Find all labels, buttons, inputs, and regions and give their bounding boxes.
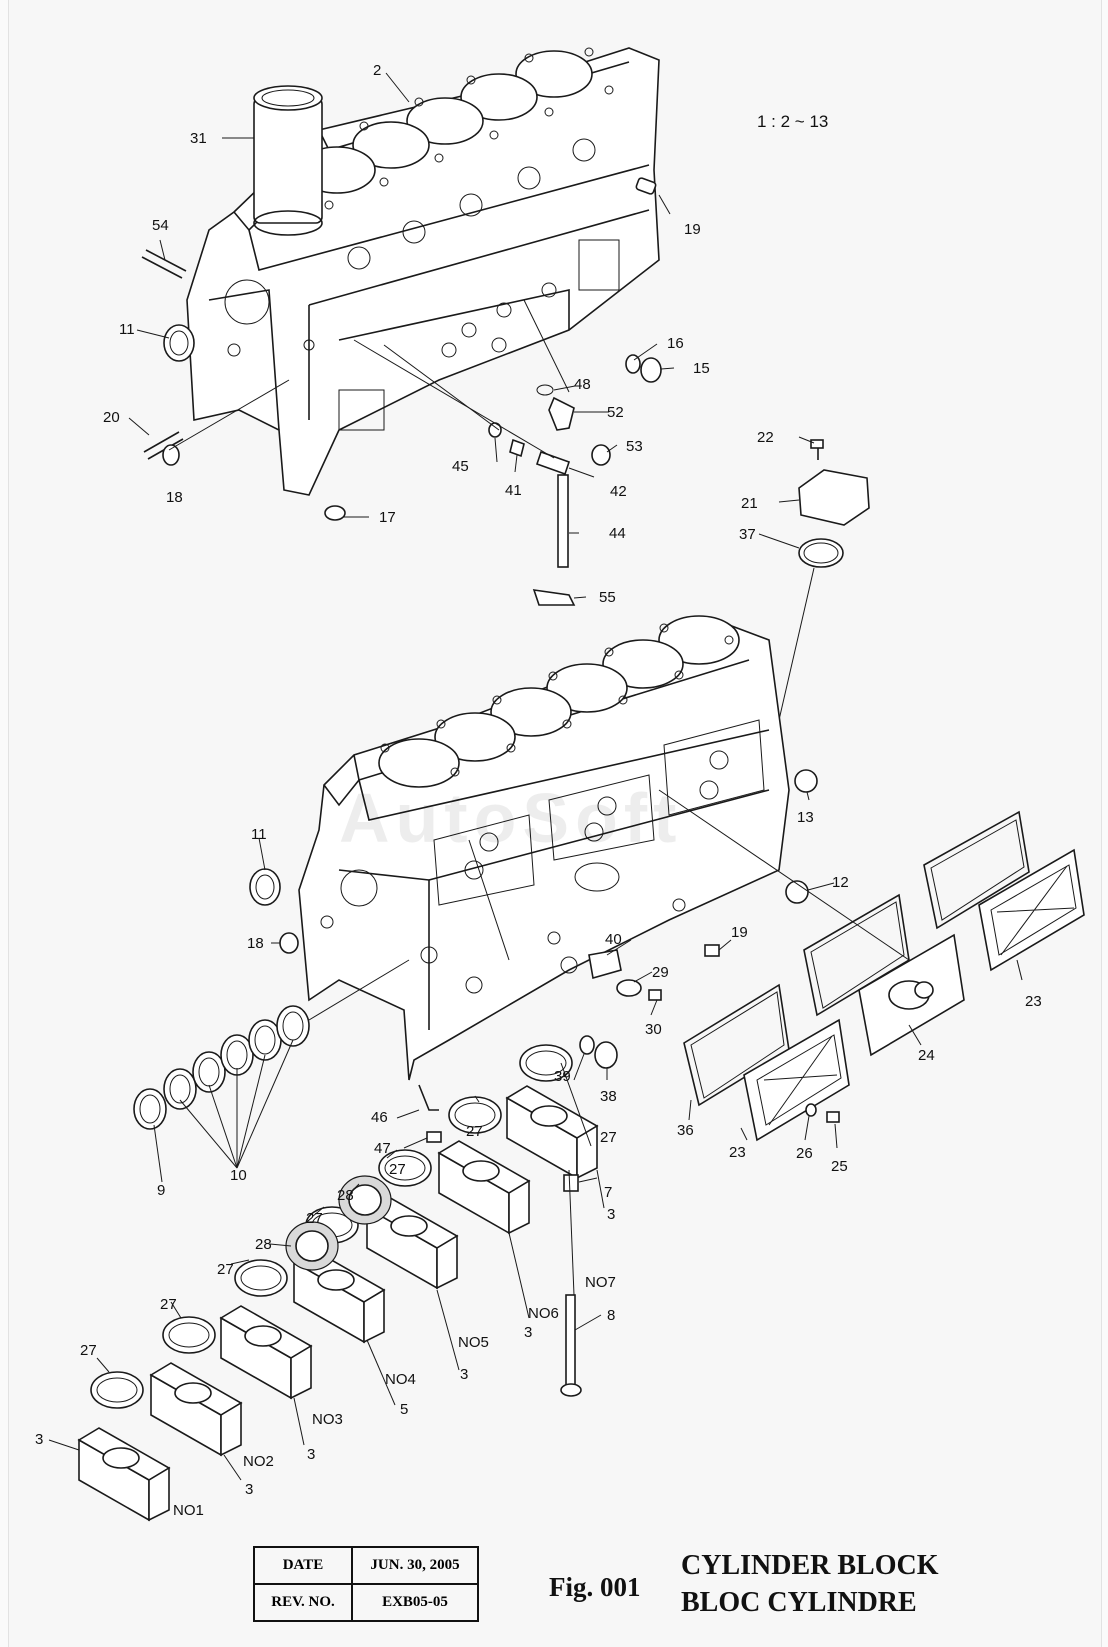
callout-label: 55 bbox=[599, 589, 616, 606]
callout-label: NO5 bbox=[458, 1334, 489, 1351]
revision-table: DATE JUN. 30, 2005 REV. NO. EXB05-05 bbox=[253, 1546, 479, 1622]
callout-label: NO3 bbox=[312, 1411, 343, 1428]
callout-label: 36 bbox=[677, 1122, 694, 1139]
callout-label: 29 bbox=[652, 964, 669, 981]
lower-cylinder-block bbox=[249, 615, 910, 1149]
title-english: CYLINDER BLOCK bbox=[681, 1550, 939, 1581]
callout-label: 28 bbox=[337, 1187, 354, 1204]
drawing-sheet: AutoSoft 1 : 2 ~ 13 31 2 54 11 20 18 17 … bbox=[8, 0, 1102, 1647]
callout-label: 27 bbox=[600, 1129, 617, 1146]
figure-number: Fig. 001 bbox=[549, 1572, 641, 1602]
callout-label: 3 bbox=[307, 1446, 316, 1463]
callout-label: NO7 bbox=[585, 1274, 616, 1291]
callout-label: 41 bbox=[505, 482, 522, 499]
callout-label: 23 bbox=[1025, 993, 1042, 1010]
callout-label: 17 bbox=[379, 509, 396, 526]
callout-label: 39 bbox=[554, 1068, 571, 1085]
callout-label: 24 bbox=[918, 1047, 935, 1064]
seals-group bbox=[133, 959, 410, 1183]
callout-label: 23 bbox=[729, 1144, 746, 1161]
callout-label: 16 bbox=[667, 335, 684, 352]
callout-label: 19 bbox=[731, 924, 748, 941]
callout-label: 18 bbox=[247, 935, 264, 952]
callout-label: 8 bbox=[607, 1307, 616, 1324]
callout-label: 11 bbox=[251, 826, 267, 843]
callout-label: 47 bbox=[374, 1140, 391, 1157]
callout-label: 27 bbox=[160, 1296, 177, 1313]
callout-label: 2 bbox=[373, 62, 382, 79]
callout-label: 3 bbox=[524, 1324, 533, 1341]
date-value: JUN. 30, 2005 bbox=[351, 1546, 479, 1585]
callout-label: 10 bbox=[230, 1167, 247, 1184]
callout-label: 21 bbox=[741, 495, 758, 512]
callout-label: 12 bbox=[832, 874, 849, 891]
callout-label: 22 bbox=[757, 429, 774, 446]
callout-label: 18 bbox=[166, 489, 183, 506]
side-covers bbox=[683, 810, 1085, 1149]
callout-label: 7 bbox=[604, 1184, 613, 1201]
callout-label: 27 bbox=[389, 1161, 406, 1178]
callout-label: 27 bbox=[217, 1261, 234, 1278]
callout-label: 11 bbox=[119, 321, 135, 338]
date-label: DATE bbox=[253, 1546, 353, 1585]
callout-label: NO2 bbox=[243, 1453, 274, 1470]
callout-label: 28 bbox=[255, 1236, 272, 1253]
callout-label: 19 bbox=[684, 221, 701, 238]
callout-label: 27 bbox=[80, 1342, 97, 1359]
callout-label: 44 bbox=[609, 525, 626, 542]
callout-label: 48 bbox=[574, 376, 591, 393]
callout-label: 31 bbox=[190, 130, 207, 147]
callout-label: 3 bbox=[460, 1366, 469, 1383]
callout-label: 54 bbox=[152, 217, 169, 234]
callout-label: NO4 bbox=[385, 1371, 416, 1388]
callout-label: 27 bbox=[306, 1210, 323, 1227]
callout-label: 20 bbox=[103, 409, 120, 426]
callout-label: 53 bbox=[626, 438, 643, 455]
bearing-caps bbox=[48, 1044, 605, 1522]
callout-label: 13 bbox=[797, 809, 814, 826]
callout-label: 3 bbox=[35, 1431, 44, 1448]
watermark-text: AutoSoft bbox=[339, 779, 683, 857]
callout-label: 46 bbox=[371, 1109, 388, 1126]
callout-label: 3 bbox=[245, 1481, 254, 1498]
scale-note: 1 : 2 ~ 13 bbox=[757, 112, 829, 131]
callout-label: NO6 bbox=[528, 1305, 559, 1322]
callout-label: 25 bbox=[831, 1158, 848, 1175]
callout-label: 5 bbox=[400, 1401, 409, 1418]
callout-label: 40 bbox=[605, 931, 622, 948]
title-french: BLOC CYLINDRE bbox=[681, 1587, 917, 1618]
rev-value: EXB05-05 bbox=[351, 1583, 479, 1622]
callout-label: 42 bbox=[610, 483, 627, 500]
callout-label: 27 bbox=[466, 1123, 483, 1140]
upper-cylinder-block bbox=[128, 47, 675, 606]
exploded-diagram bbox=[48, 47, 1085, 1522]
callout-label: 9 bbox=[157, 1182, 166, 1199]
cover-assembly bbox=[758, 436, 870, 721]
callout-label: 52 bbox=[607, 404, 624, 421]
callout-label: 3 bbox=[607, 1206, 616, 1223]
callout-label: NO1 bbox=[173, 1502, 204, 1519]
rev-label: REV. NO. bbox=[253, 1583, 353, 1622]
callout-label: 30 bbox=[645, 1021, 662, 1038]
callout-label: 15 bbox=[693, 360, 710, 377]
callout-label: 38 bbox=[600, 1088, 617, 1105]
callout-label: 37 bbox=[739, 526, 756, 543]
callout-label: 26 bbox=[796, 1145, 813, 1162]
callout-label: 45 bbox=[452, 458, 469, 475]
